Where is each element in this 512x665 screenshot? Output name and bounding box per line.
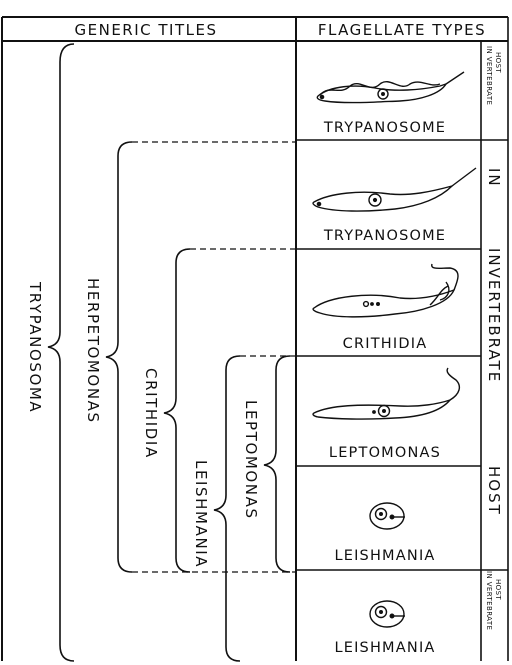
- brace-herpetomonas: [106, 142, 132, 572]
- brace-crithidia: [164, 249, 190, 572]
- row-label-leishmania-vertebrate: LEISHMANIA: [334, 640, 435, 656]
- host-label-top-vertebrate-line1: IN VERTEBRATE: [485, 46, 493, 105]
- genus-label-leptomonas: LEPTOMONAS: [242, 400, 260, 520]
- genus-label-herpetomonas: HERPETOMONAS: [84, 278, 102, 424]
- brace-leishmania: [214, 356, 240, 661]
- host-label-bottom-vertebrate-line2: HOST: [494, 579, 502, 600]
- row-label-crithidia: CRITHIDIA: [343, 336, 428, 352]
- row-label-trypanosome-invertebrate: TRYPANOSOME: [323, 228, 446, 244]
- genus-label-leishmania: LEISHMANIA: [192, 460, 210, 568]
- row-label-trypanosome-vertebrate: TRYPANOSOME: [323, 120, 446, 136]
- brace-trypanosoma: [48, 44, 74, 661]
- leishmania-invertebrate-drawing: [370, 503, 405, 529]
- host-label-in: IN: [485, 168, 503, 188]
- host-label-invertebrate: INVERTEBRATE: [485, 248, 503, 383]
- crithidia-drawing: [313, 264, 458, 317]
- brace-leptomonas: [264, 356, 290, 572]
- genus-label-crithidia: CRITHIDIA: [142, 368, 160, 459]
- row-label-leptomonas: LEPTOMONAS: [329, 445, 441, 461]
- host-label-host: HOST: [485, 466, 503, 516]
- genus-label-trypanosoma: TRYPANOSOMA: [26, 281, 44, 413]
- table-frame: [2, 17, 508, 661]
- header-flagellate-types: FLAGELLATE TYPES: [318, 21, 486, 39]
- leishmania-vertebrate-drawing: [370, 601, 405, 627]
- row-label-leishmania-invertebrate: LEISHMANIA: [334, 548, 435, 564]
- host-label-bottom-vertebrate-line1: IN VERTEBRATE: [485, 571, 493, 630]
- trypanosome-vertebrate-drawing: [317, 72, 464, 103]
- header-generic-titles: GENERIC TITLES: [75, 21, 218, 39]
- trypanosome-invertebrate-drawing: [313, 168, 476, 211]
- dashed-connectors: [132, 142, 296, 572]
- host-label-top-vertebrate-line2: HOST: [494, 52, 502, 73]
- leptomonas-drawing: [313, 368, 459, 419]
